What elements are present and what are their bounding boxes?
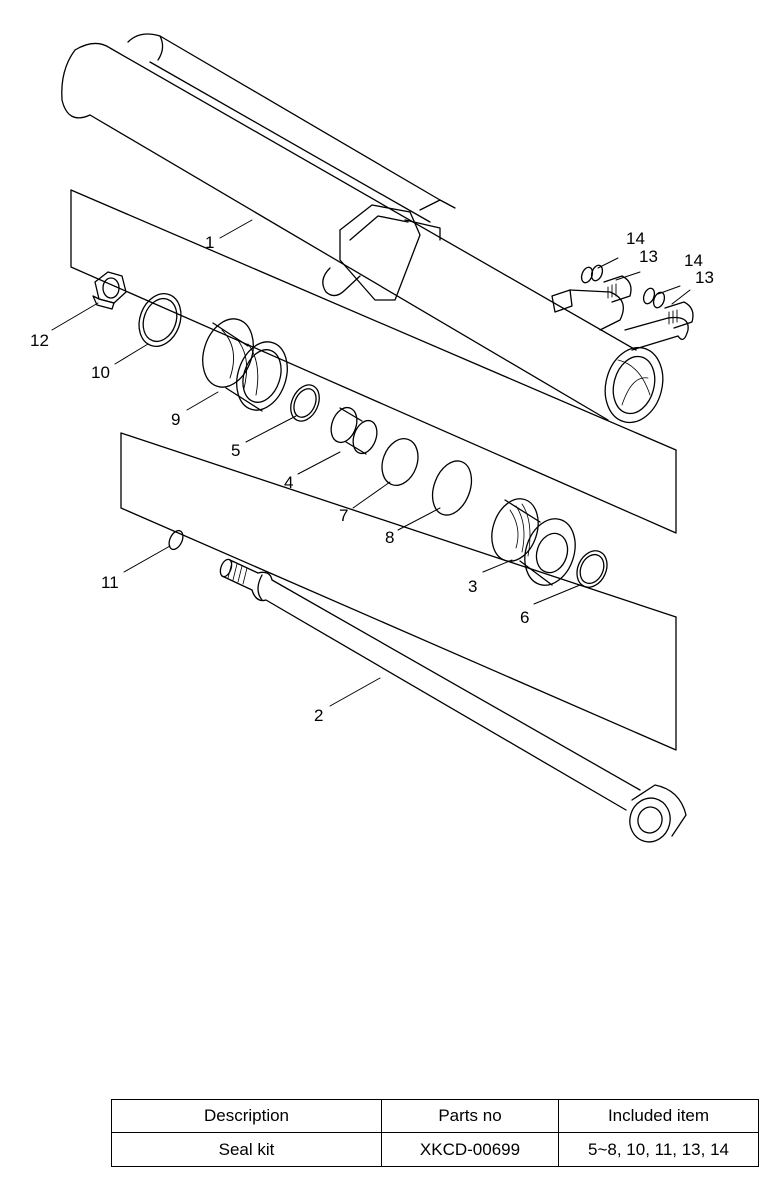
callout-9: 9 bbox=[171, 410, 180, 429]
cylinder-tube bbox=[61, 33, 689, 424]
table-row: Seal kit XKCD-00699 5~8, 10, 11, 13, 14 bbox=[111, 1132, 759, 1167]
callout-5: 5 bbox=[231, 441, 240, 460]
header-description: Description bbox=[111, 1099, 382, 1133]
cell-included-item: 5~8, 10, 11, 13, 14 bbox=[558, 1132, 759, 1167]
piston bbox=[202, 318, 288, 412]
o-ring-14-lower bbox=[642, 287, 656, 305]
callout-14-lower: 14 bbox=[684, 251, 703, 270]
callout-8: 8 bbox=[385, 528, 394, 547]
o-ring-13-upper bbox=[590, 264, 604, 282]
header-included-item: Included item bbox=[558, 1099, 759, 1133]
upper-group-frame bbox=[70, 189, 677, 534]
rod-cover bbox=[491, 498, 576, 586]
callout-12: 12 bbox=[30, 331, 49, 350]
bushing bbox=[330, 406, 378, 455]
ring-6 bbox=[576, 550, 608, 588]
callout-2: 2 bbox=[314, 706, 323, 725]
callout-6: 6 bbox=[520, 608, 529, 627]
ring-10 bbox=[138, 293, 182, 347]
callout-13-lower: 13 bbox=[695, 268, 714, 287]
o-ring-11 bbox=[168, 529, 184, 551]
seal-kit-table: Description Parts no Included item Seal … bbox=[111, 1099, 759, 1167]
leader-lines bbox=[51, 219, 691, 707]
cell-parts-no: XKCD-00699 bbox=[381, 1132, 559, 1167]
table-header-row: Description Parts no Included item bbox=[111, 1099, 759, 1133]
fitting-lower bbox=[664, 301, 694, 329]
lower-group-frame bbox=[120, 432, 677, 751]
fitting-upper bbox=[603, 275, 632, 303]
callout-labels: 1 2 3 4 5 6 7 8 9 10 11 12 13 14 13 14 bbox=[30, 229, 714, 725]
header-parts-no: Parts no bbox=[381, 1099, 559, 1133]
callout-13-upper: 13 bbox=[639, 247, 658, 266]
callout-3: 3 bbox=[468, 577, 477, 596]
piston-rod bbox=[219, 558, 687, 843]
ring-5 bbox=[290, 384, 320, 422]
callout-10: 10 bbox=[91, 363, 110, 382]
callout-11: 11 bbox=[101, 573, 119, 592]
cell-description: Seal kit bbox=[111, 1132, 382, 1167]
callout-7: 7 bbox=[339, 506, 348, 525]
callout-14-upper: 14 bbox=[626, 229, 645, 248]
o-ring-14-upper bbox=[580, 266, 594, 284]
hydraulic-cylinder-exploded-diagram: 1 2 3 4 5 6 7 8 9 10 11 12 13 14 13 14 bbox=[30, 33, 714, 843]
o-ring-7 bbox=[381, 438, 419, 486]
callout-1: 1 bbox=[205, 233, 214, 252]
callout-4: 4 bbox=[284, 473, 293, 492]
o-ring-8 bbox=[431, 460, 473, 516]
